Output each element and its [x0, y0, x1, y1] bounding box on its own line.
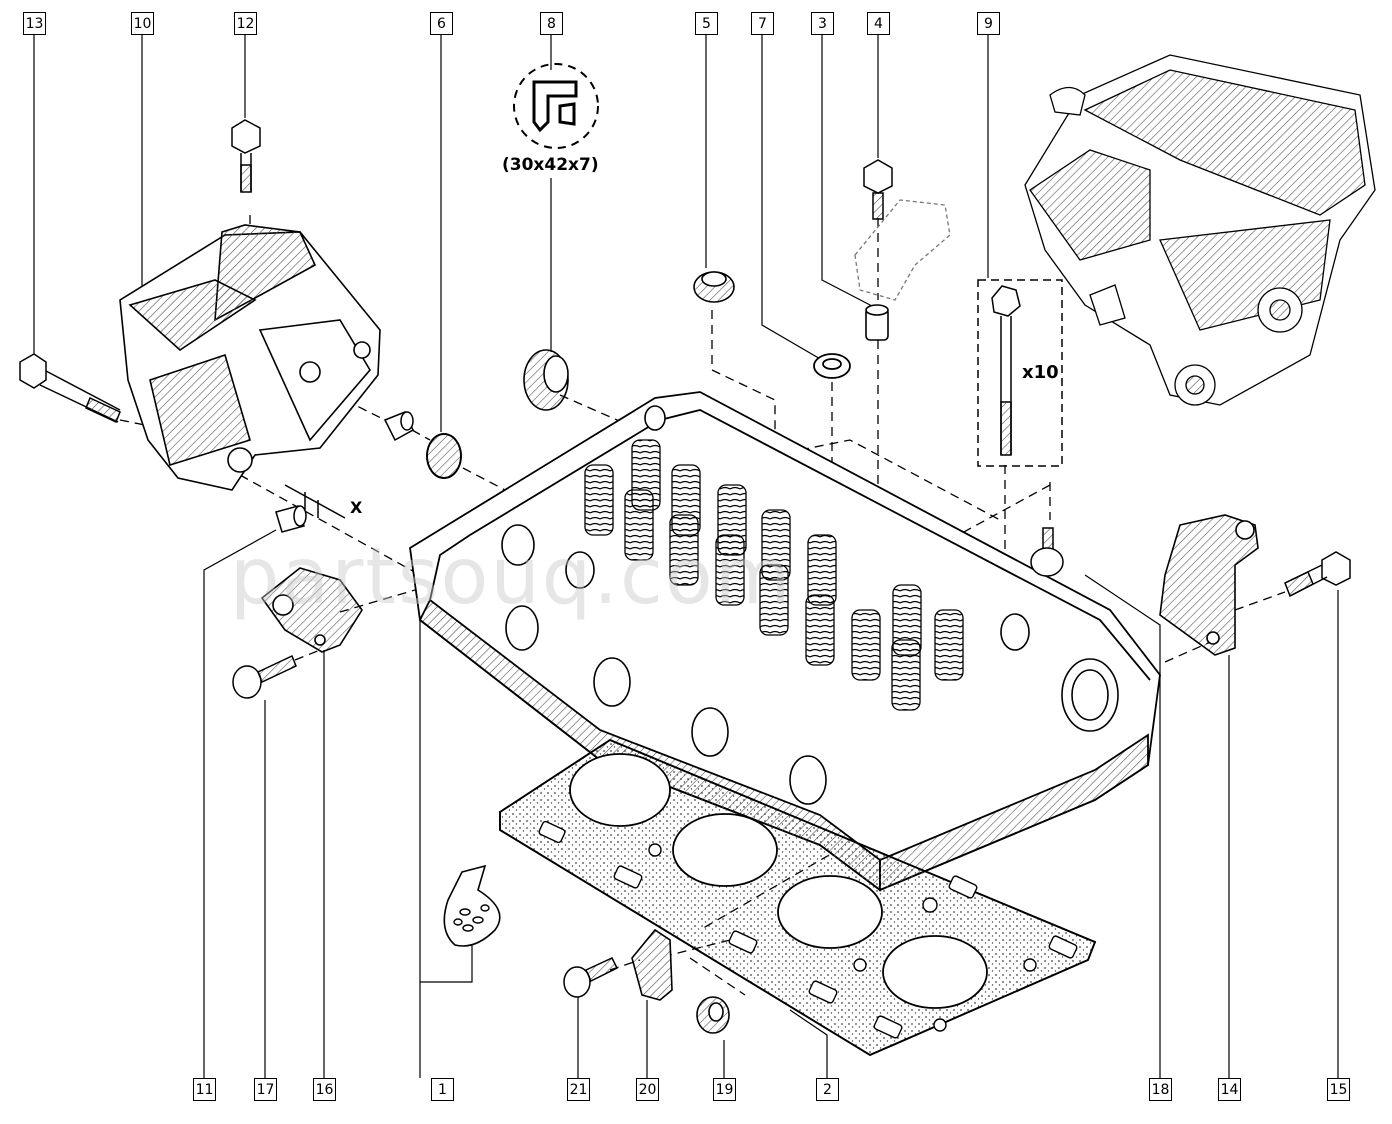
- head-gasket-2: [499, 738, 1097, 1057]
- callout-3[interactable]: 3: [811, 12, 834, 35]
- engine-mount-bracket-10: [119, 224, 381, 491]
- oil-seal-8: [523, 349, 569, 411]
- plug-6: [426, 433, 462, 479]
- callout-4[interactable]: 4: [867, 12, 890, 35]
- bolt-12: [231, 119, 261, 193]
- callout-19[interactable]: 19: [713, 1078, 736, 1101]
- bolt-quantity-label: x10: [1022, 362, 1059, 383]
- callout-11[interactable]: 11: [193, 1078, 216, 1101]
- oil-seal-detail-8: [513, 63, 599, 149]
- parts-bag: [443, 864, 501, 947]
- long-bolt-13: [19, 353, 121, 424]
- spacer-bushing: [383, 411, 414, 442]
- callout-leaders: [33, 35, 1339, 1078]
- plug-19: [696, 996, 730, 1034]
- callout-17[interactable]: 17: [254, 1078, 277, 1101]
- cover-plate-20: [631, 928, 673, 1001]
- callout-18[interactable]: 18: [1149, 1078, 1172, 1101]
- washer-7: [813, 353, 851, 379]
- bolt-18: [1030, 527, 1064, 577]
- dimension-x-label: X: [350, 498, 363, 517]
- callout-1[interactable]: 1: [431, 1078, 454, 1101]
- bolt-21: [563, 957, 619, 998]
- head-bolts-9: [977, 279, 1063, 467]
- lifting-bracket-14: [1159, 514, 1259, 656]
- callout-13[interactable]: 13: [23, 12, 46, 35]
- dowel-sleeve-3: [865, 304, 889, 341]
- callout-12[interactable]: 12: [234, 12, 257, 35]
- seal-size-label: (30x42x7): [502, 155, 599, 175]
- callout-9[interactable]: 9: [977, 12, 1000, 35]
- bolt-17: [232, 654, 297, 699]
- watermark-text: partsouq.com: [230, 532, 793, 622]
- bracket-16: [260, 567, 363, 653]
- callout-15[interactable]: 15: [1327, 1078, 1350, 1101]
- callout-21[interactable]: 21: [567, 1078, 590, 1101]
- callout-16[interactable]: 16: [313, 1078, 336, 1101]
- callout-10[interactable]: 10: [131, 12, 154, 35]
- callout-7[interactable]: 7: [751, 12, 774, 35]
- seal-5: [693, 271, 735, 303]
- callout-2[interactable]: 2: [816, 1078, 839, 1101]
- bolt-15: [1284, 551, 1351, 598]
- dowel-11: [275, 484, 346, 533]
- callout-20[interactable]: 20: [636, 1078, 659, 1101]
- engine-overview-illustration: [1024, 54, 1376, 406]
- ghost-bracket: [854, 199, 951, 301]
- callout-6[interactable]: 6: [430, 12, 453, 35]
- bolt-4: [863, 159, 893, 220]
- callout-5[interactable]: 5: [695, 12, 718, 35]
- callout-8[interactable]: 8: [540, 12, 563, 35]
- callout-14[interactable]: 14: [1218, 1078, 1241, 1101]
